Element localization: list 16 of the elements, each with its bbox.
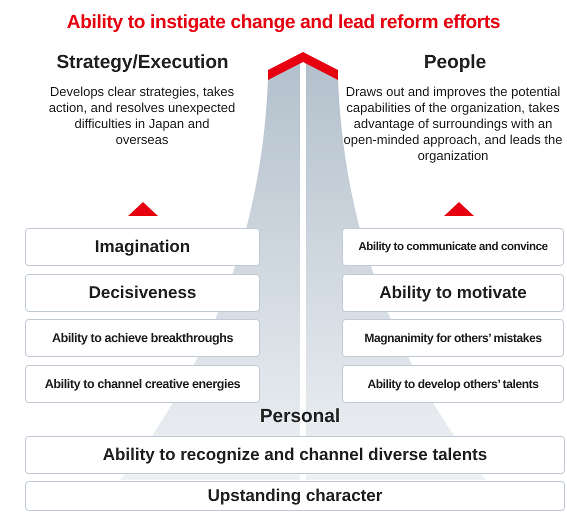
column-heading: People bbox=[422, 52, 488, 74]
label-box: Decisiveness bbox=[25, 274, 260, 312]
description-text: Develops clear strategies, takes action, and resolves unexpected difficulties in Japan and overseas bbox=[48, 84, 236, 148]
label-box: Upstanding character bbox=[25, 481, 565, 511]
label-box: Ability to achieve breakthroughs bbox=[25, 319, 260, 357]
title: Ability to instigate change and lead reform efforts bbox=[66, 12, 502, 34]
label-box: Ability to develop others’ talents bbox=[342, 365, 564, 403]
label-box: Ability to communicate and convince bbox=[342, 228, 564, 266]
label-box: Magnanimity for others’ mistakes bbox=[342, 319, 564, 357]
section-heading: Personal bbox=[258, 406, 342, 428]
label-box: Ability to motivate bbox=[342, 274, 564, 312]
label-box: Imagination bbox=[25, 228, 260, 266]
description-text: Draws out and improves the potential capabilities of the organization, takes advantage of surroundings with an open-minded approach, and leads the organization bbox=[342, 84, 564, 164]
label-box: Ability to channel creative energies bbox=[25, 365, 260, 403]
column-heading: Strategy/Execution bbox=[55, 52, 230, 74]
label-box: Ability to recognize and channel diverse talents bbox=[25, 436, 565, 474]
